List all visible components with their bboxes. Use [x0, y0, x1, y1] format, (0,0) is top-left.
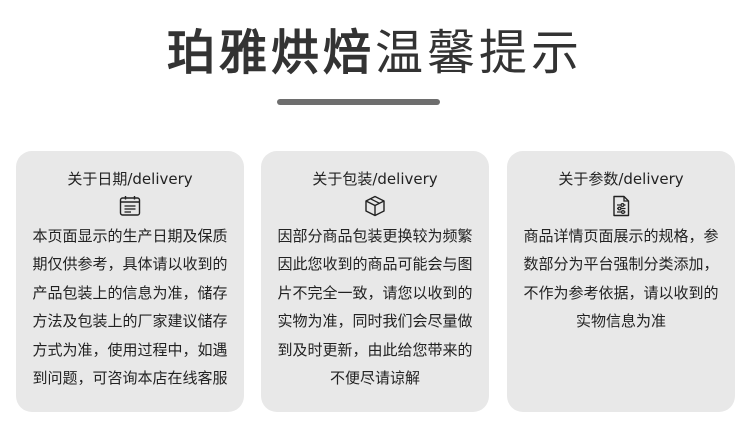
card-packaging-body: 因部分商品包装更换较为频繁 因此您收到的商品可能会与图 片不完全一致，请您以收到… — [261, 222, 489, 392]
card-parameters-line: 数部分为平台强制分类添加， — [523, 255, 719, 274]
card-date-line: 方式为准，使用过程中，如遇 — [32, 340, 228, 359]
calendar-list-icon — [119, 196, 141, 216]
card-parameters: 关于参数/delivery 商品详情页面展示的规格，参 数部分为平台强制分类添加… — [507, 151, 735, 412]
card-date-line: 产品包装上的信息为准，储存 — [32, 283, 228, 302]
package-box-icon — [365, 195, 385, 217]
card-packaging-line: 片不完全一致，请您以收到的 — [277, 283, 473, 302]
card-date-title: 关于日期/delivery — [67, 170, 193, 188]
card-packaging-line: 因此您收到的商品可能会与图 — [277, 255, 473, 274]
card-date-line: 期仅供参考，具体请以收到的 — [32, 255, 228, 274]
card-date-line: 方法及包装上的厂家建议储存 — [32, 312, 228, 331]
document-settings-icon — [613, 195, 630, 217]
card-parameters-title: 关于参数/delivery — [558, 170, 684, 188]
card-packaging-title: 关于包装/delivery — [312, 170, 438, 188]
card-packaging-line: 不便尽请谅解 — [329, 369, 420, 388]
card-date-line: 到问题，可咨询本店在线客服 — [32, 369, 228, 388]
card-date: 关于日期/delivery 本页面显示的生产日期及保质 期仅供参考，具体请以收到… — [16, 151, 244, 412]
card-parameters-line: 不作为参考依据，请以收到的 — [523, 283, 719, 302]
card-packaging: 关于包装/delivery 因部分商品包装更换较为频繁 因此您收到的商品可能会与… — [261, 151, 489, 412]
card-packaging-line: 实物为准，同时我们会尽量做 — [277, 312, 473, 331]
page-title: 珀雅烘焙温馨提示 — [0, 22, 750, 84]
card-packaging-line: 到及时更新，由此给您带来的 — [277, 340, 473, 359]
card-packaging-line: 因部分商品包装更换较为频繁 — [277, 227, 473, 245]
card-date-body: 本页面显示的生产日期及保质 期仅供参考，具体请以收到的 产品包装上的信息为准，储… — [16, 222, 244, 392]
card-parameters-line: 实物信息为准 — [575, 312, 666, 331]
card-parameters-line: 商品详情页面展示的规格，参 — [523, 227, 719, 245]
page-title-notice: 温馨提示 — [375, 25, 584, 81]
card-parameters-body: 商品详情页面展示的规格，参 数部分为平台强制分类添加， 不作为参考依据，请以收到… — [507, 222, 735, 336]
card-date-line: 本页面显示的生产日期及保质 — [32, 227, 228, 245]
title-underline-bar — [277, 99, 440, 105]
page-title-brand: 珀雅烘焙 — [166, 25, 375, 81]
